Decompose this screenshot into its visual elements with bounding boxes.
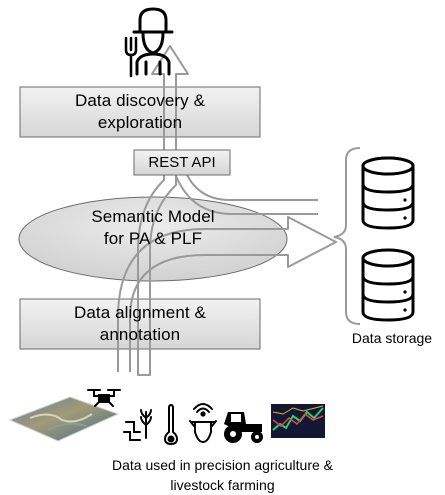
pitchfork-icon	[124, 36, 138, 78]
rest-api-label: REST API	[148, 154, 216, 171]
data-alignment-label: Data alignment & annotation	[73, 303, 206, 344]
upward-curved-arrow	[137, 45, 189, 376]
cow-rfid-icon	[189, 403, 217, 444]
drone-icon	[87, 389, 121, 407]
data-alignment-box	[19, 298, 261, 350]
thermometer-icon	[163, 403, 179, 446]
satellite-map-icon	[8, 396, 120, 442]
source-caption: Data used in precision agriculture & liv…	[111, 457, 333, 493]
rest-api-box	[133, 149, 231, 176]
sensor-icon	[123, 409, 152, 441]
data-discovery-box	[19, 86, 261, 138]
model-to-storage-arrow	[117, 216, 337, 372]
semantic-model-label: Semantic Model for PA & PLF	[91, 207, 215, 248]
semantic-model-ellipse	[18, 196, 288, 282]
database-icon	[361, 156, 415, 230]
database-icon	[361, 248, 415, 322]
market-chart-icon	[271, 404, 325, 438]
data-storage-label: Data storage	[351, 330, 433, 346]
storage-bracket	[333, 147, 361, 325]
data-discovery-label: Data discovery & exploration	[74, 91, 206, 132]
tractor-icon	[224, 412, 263, 443]
farmer-icon	[132, 7, 174, 76]
